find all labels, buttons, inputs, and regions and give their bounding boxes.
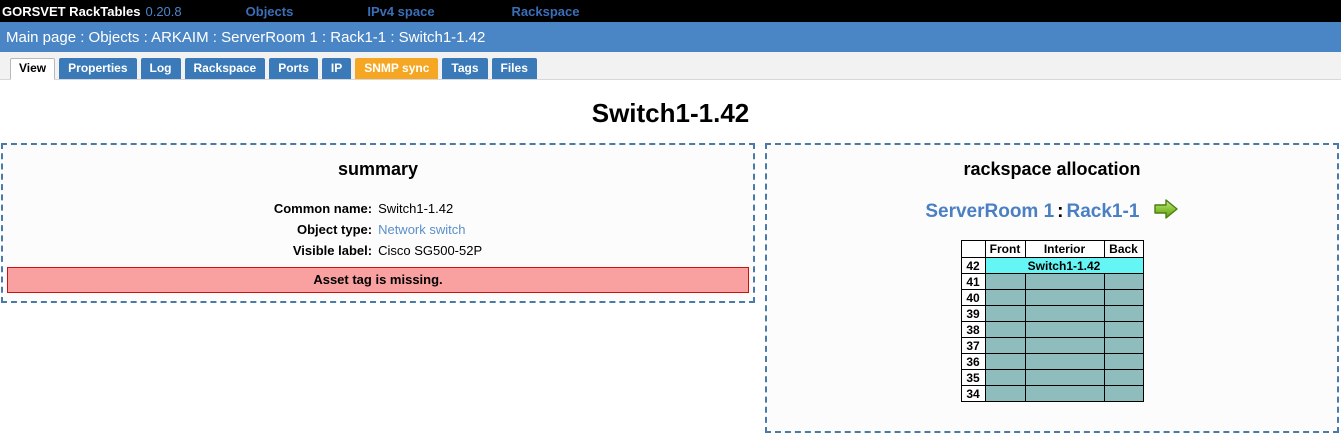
rack-unit-number: 35 (960, 369, 986, 386)
rack-col-front: Front (984, 240, 1026, 258)
rack-cell-interior[interactable] (1024, 353, 1105, 370)
rack-header-row: Front Interior Back (960, 240, 1144, 258)
rack-cell-front[interactable] (984, 385, 1026, 402)
rack-cell-front[interactable] (984, 369, 1026, 386)
rack-grid-wrapper: Front Interior Back 42 Switch1-1.42 41 (767, 240, 1337, 402)
rack-row: 41 (960, 273, 1144, 290)
summary-row-common-name: Common name: Switch1-1.42 (274, 198, 482, 219)
asset-tag-missing-alert: Asset tag is missing. (7, 267, 749, 293)
rack-row: 36 (960, 353, 1144, 370)
summary-row-object-type: Object type: Network switch (274, 219, 482, 240)
rack-cell-back[interactable] (1103, 369, 1144, 386)
rack-unit-number: 39 (960, 305, 986, 322)
rack-location-row: ServerRoom 1:Rack1-1 (767, 198, 1337, 226)
rack-col-unit (960, 240, 986, 258)
rack-location-separator: : (1057, 201, 1064, 223)
tab-ip[interactable]: IP (321, 58, 352, 79)
breadcrumb[interactable]: Main page : Objects : ARKAIM : ServerRoo… (0, 22, 1341, 52)
main-nav: Objects IPv4 space Rackspace (246, 4, 580, 19)
summary-row-visible-label: Visible label: Cisco SG500-52P (274, 240, 482, 261)
summary-table: Common name: Switch1-1.42 Object type: N… (274, 198, 482, 261)
rack-cell-back[interactable] (1103, 273, 1144, 290)
app-brand-name: GORSVET RackTables (2, 3, 141, 19)
rack-cell-interior[interactable] (1024, 305, 1105, 322)
tab-ports[interactable]: Ports (269, 58, 318, 79)
rackspace-panel: rackspace allocation ServerRoom 1:Rack1-… (765, 143, 1339, 433)
summary-label-object-type: Object type: (296, 222, 373, 237)
rack-col-interior: Interior (1024, 240, 1105, 258)
rack-cell-front[interactable] (984, 337, 1026, 354)
rack-cell-back[interactable] (1103, 289, 1144, 306)
summary-label-common-name: Common name: (273, 201, 373, 216)
rack-cell-front[interactable] (984, 289, 1026, 306)
rack-unit-number: 41 (960, 273, 986, 290)
rack-location-rack-link[interactable]: Rack1-1 (1066, 201, 1140, 223)
rack-cell-interior[interactable] (1024, 273, 1105, 290)
rack-col-back: Back (1103, 240, 1144, 258)
content-panels: summary Common name: Switch1-1.42 Object… (0, 143, 1341, 433)
tab-log[interactable]: Log (140, 58, 181, 79)
rack-cell-interior[interactable] (1024, 289, 1105, 306)
rack-cell-back[interactable] (1103, 353, 1144, 370)
tab-properties[interactable]: Properties (59, 58, 137, 79)
rack-cell-interior[interactable] (1024, 385, 1105, 402)
rack-cell-interior[interactable] (1024, 369, 1105, 386)
nav-link-objects[interactable]: Objects (245, 3, 294, 19)
rackspace-heading: rackspace allocation (963, 159, 1141, 179)
summary-panel: summary Common name: Switch1-1.42 Object… (1, 143, 755, 303)
rack-row: 39 (960, 305, 1144, 322)
page-title: Switch1-1.42 (591, 98, 750, 128)
rack-cell-front[interactable] (984, 321, 1026, 338)
summary-value-object-type: Network switch (378, 219, 482, 240)
rack-cell-front[interactable] (984, 273, 1026, 290)
rack-cell-back[interactable] (1103, 385, 1144, 402)
summary-value-visible-label: Cisco SG500-52P (378, 243, 483, 258)
rack-location-room-link[interactable]: ServerRoom 1 (925, 201, 1055, 223)
rack-cell-interior[interactable] (1024, 337, 1105, 354)
rack-cell-front[interactable] (984, 353, 1026, 370)
summary-label-visible-label: Visible label: (292, 243, 373, 258)
rack-row: 35 (960, 369, 1144, 386)
asset-tag-alert-row: Asset tag is missing. (7, 267, 749, 293)
rack-row: 38 (960, 321, 1144, 338)
rack-cell-back[interactable] (1103, 305, 1144, 322)
green-right-arrow-icon[interactable] (1153, 198, 1179, 226)
rack-unit-number: 42 (960, 257, 986, 274)
rack-cell-back[interactable] (1103, 337, 1144, 354)
rack-unit-number: 37 (960, 337, 986, 354)
summary-heading: summary (337, 159, 419, 179)
rack-cell-back[interactable] (1103, 321, 1144, 338)
rack-unit-number: 38 (960, 321, 986, 338)
rack-unit-number: 36 (960, 353, 986, 370)
rack-row: 34 (960, 385, 1144, 402)
rack-row: 37 (960, 337, 1144, 354)
nav-link-rackspace[interactable]: Rackspace (511, 3, 580, 19)
tab-snmp-sync[interactable]: SNMP sync (355, 58, 439, 79)
object-type-link[interactable]: Network switch (378, 222, 466, 237)
rack-cell-object[interactable]: Switch1-1.42 (984, 257, 1144, 274)
rack-unit-number: 34 (960, 385, 986, 402)
tab-files[interactable]: Files (491, 58, 537, 79)
rack-row: 40 (960, 289, 1144, 306)
rack-cell-interior[interactable] (1024, 321, 1105, 338)
summary-value-common-name: Switch1-1.42 (378, 201, 454, 216)
rack-cell-front[interactable] (984, 305, 1026, 322)
rack-row: 42 Switch1-1.42 (960, 257, 1144, 274)
rack-allocation-table: Front Interior Back 42 Switch1-1.42 41 (960, 240, 1144, 402)
tab-tags[interactable]: Tags (442, 58, 488, 79)
app-version: 0.20.8 (145, 3, 182, 19)
nav-link-ipv4-space[interactable]: IPv4 space (367, 3, 435, 19)
tab-view[interactable]: View (10, 58, 56, 80)
tab-bar: View Properties Log Rackspace Ports IP S… (0, 52, 1341, 80)
rack-unit-number: 40 (960, 289, 986, 306)
tab-rackspace[interactable]: Rackspace (184, 58, 266, 79)
